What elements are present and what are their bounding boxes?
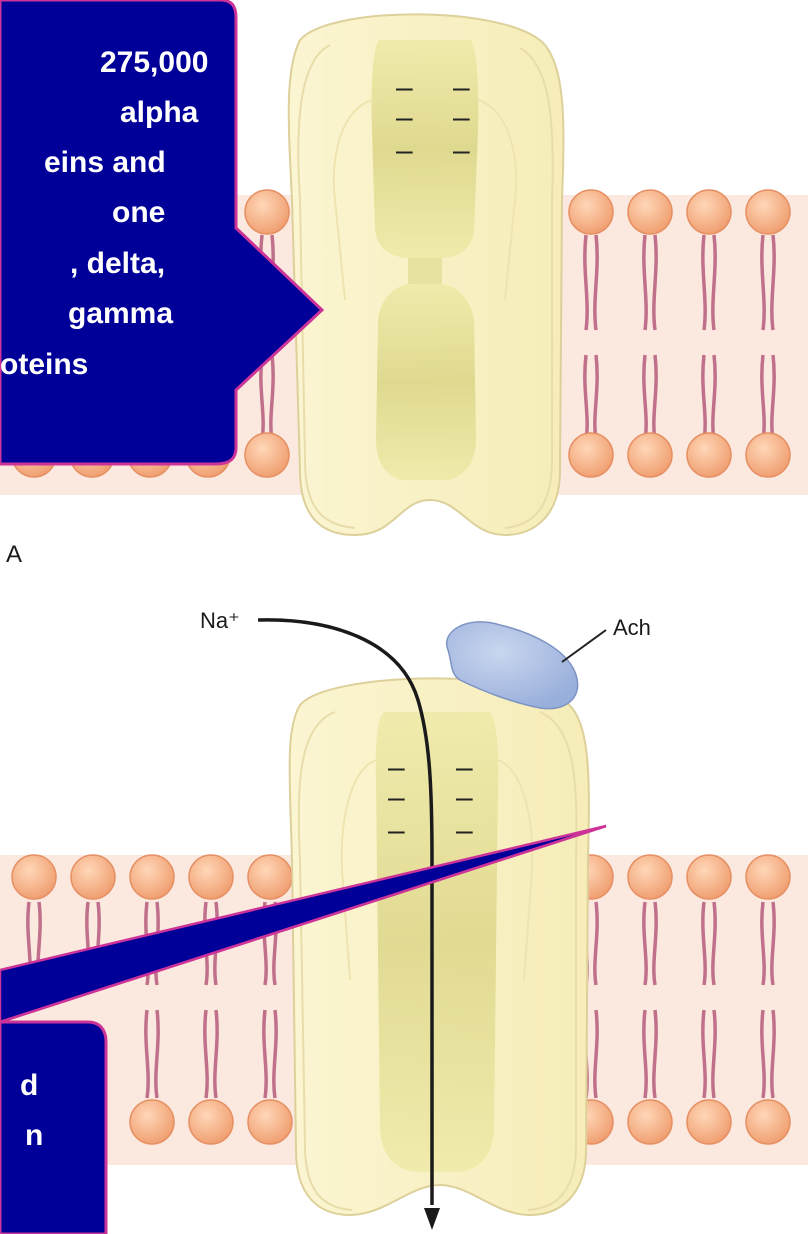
charge-a-5: – xyxy=(396,134,413,167)
charge-a-1: – xyxy=(396,71,413,104)
panel-b: – – – – – – Ach Na⁺ xyxy=(0,608,808,1230)
callout-top-line-2: alpha xyxy=(120,96,199,129)
charge-a-2: – xyxy=(453,71,470,104)
callout-top-line-5: , delta, xyxy=(70,247,165,280)
charge-b-6: – xyxy=(456,814,473,847)
charge-b-5: – xyxy=(388,814,405,847)
charge-b-1: – xyxy=(388,751,405,784)
na-ion-label: Na⁺ xyxy=(200,608,240,633)
arrowhead-down xyxy=(424,1208,440,1230)
callout-top-line-1: 275,000 xyxy=(100,46,208,79)
charge-a-6: – xyxy=(453,134,470,167)
charge-b-4: – xyxy=(456,781,473,814)
pore-lower-a xyxy=(376,284,476,480)
charge-a-4: – xyxy=(453,101,470,134)
channel-protein-b xyxy=(290,678,589,1215)
charge-a-3: – xyxy=(396,101,413,134)
ach-label: Ach xyxy=(613,615,651,640)
callout-bottom-line-1: d xyxy=(20,1069,38,1102)
callout-top-line-3: eins and xyxy=(44,146,166,179)
ach-leader-line xyxy=(562,630,606,662)
charge-b-2: – xyxy=(456,751,473,784)
channel-protein-a xyxy=(289,14,564,535)
callout-top-line-4: one xyxy=(112,196,165,229)
gate-a xyxy=(408,258,442,284)
charge-b-3: – xyxy=(388,781,405,814)
callout-top-line-7: oteins xyxy=(0,348,88,381)
callout-bottom-line-2: n xyxy=(25,1119,43,1152)
callout-top-line-6: gamma xyxy=(68,297,173,330)
panel-a-label: A xyxy=(6,541,22,568)
